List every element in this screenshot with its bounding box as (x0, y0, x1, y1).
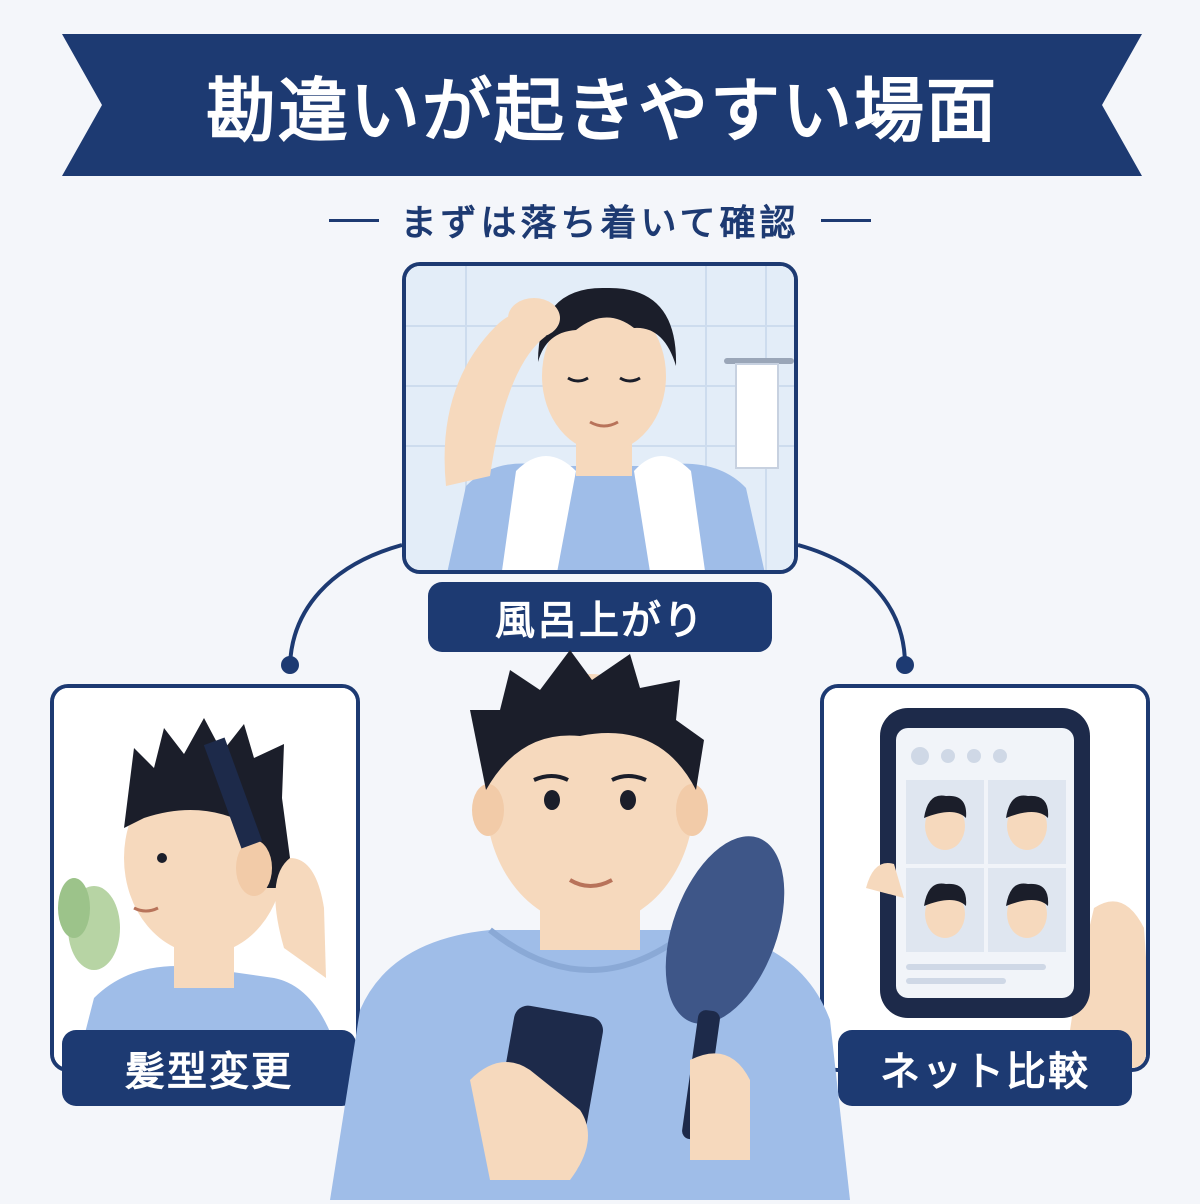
label-bath: 風呂上がり (428, 582, 772, 652)
subtitle-text: まずは落ち着いて確認 (400, 203, 800, 244)
bath-illustration (406, 266, 794, 570)
person-with-mirror-illustration (330, 650, 850, 1200)
panel-online (820, 684, 1150, 1072)
subtitle-dash-right (821, 218, 872, 222)
center-figure (330, 640, 850, 1204)
label-online: ネット比較 (838, 1030, 1132, 1106)
subtitle: まずは落ち着いて確認 (0, 190, 1200, 250)
title-banner: 勘違いが起きやすい場面 (62, 34, 1142, 176)
subtitle-dash-left (328, 218, 379, 222)
panel-hairstyle (50, 684, 360, 1072)
label-hairstyle: 髪型変更 (62, 1030, 356, 1106)
panel-bath (402, 262, 798, 574)
page-title: 勘違いが起きやすい場面 (206, 69, 998, 152)
online-illustration (824, 688, 1146, 1068)
ribbon-shape (62, 34, 1142, 176)
hairstyle-illustration (54, 688, 356, 1068)
